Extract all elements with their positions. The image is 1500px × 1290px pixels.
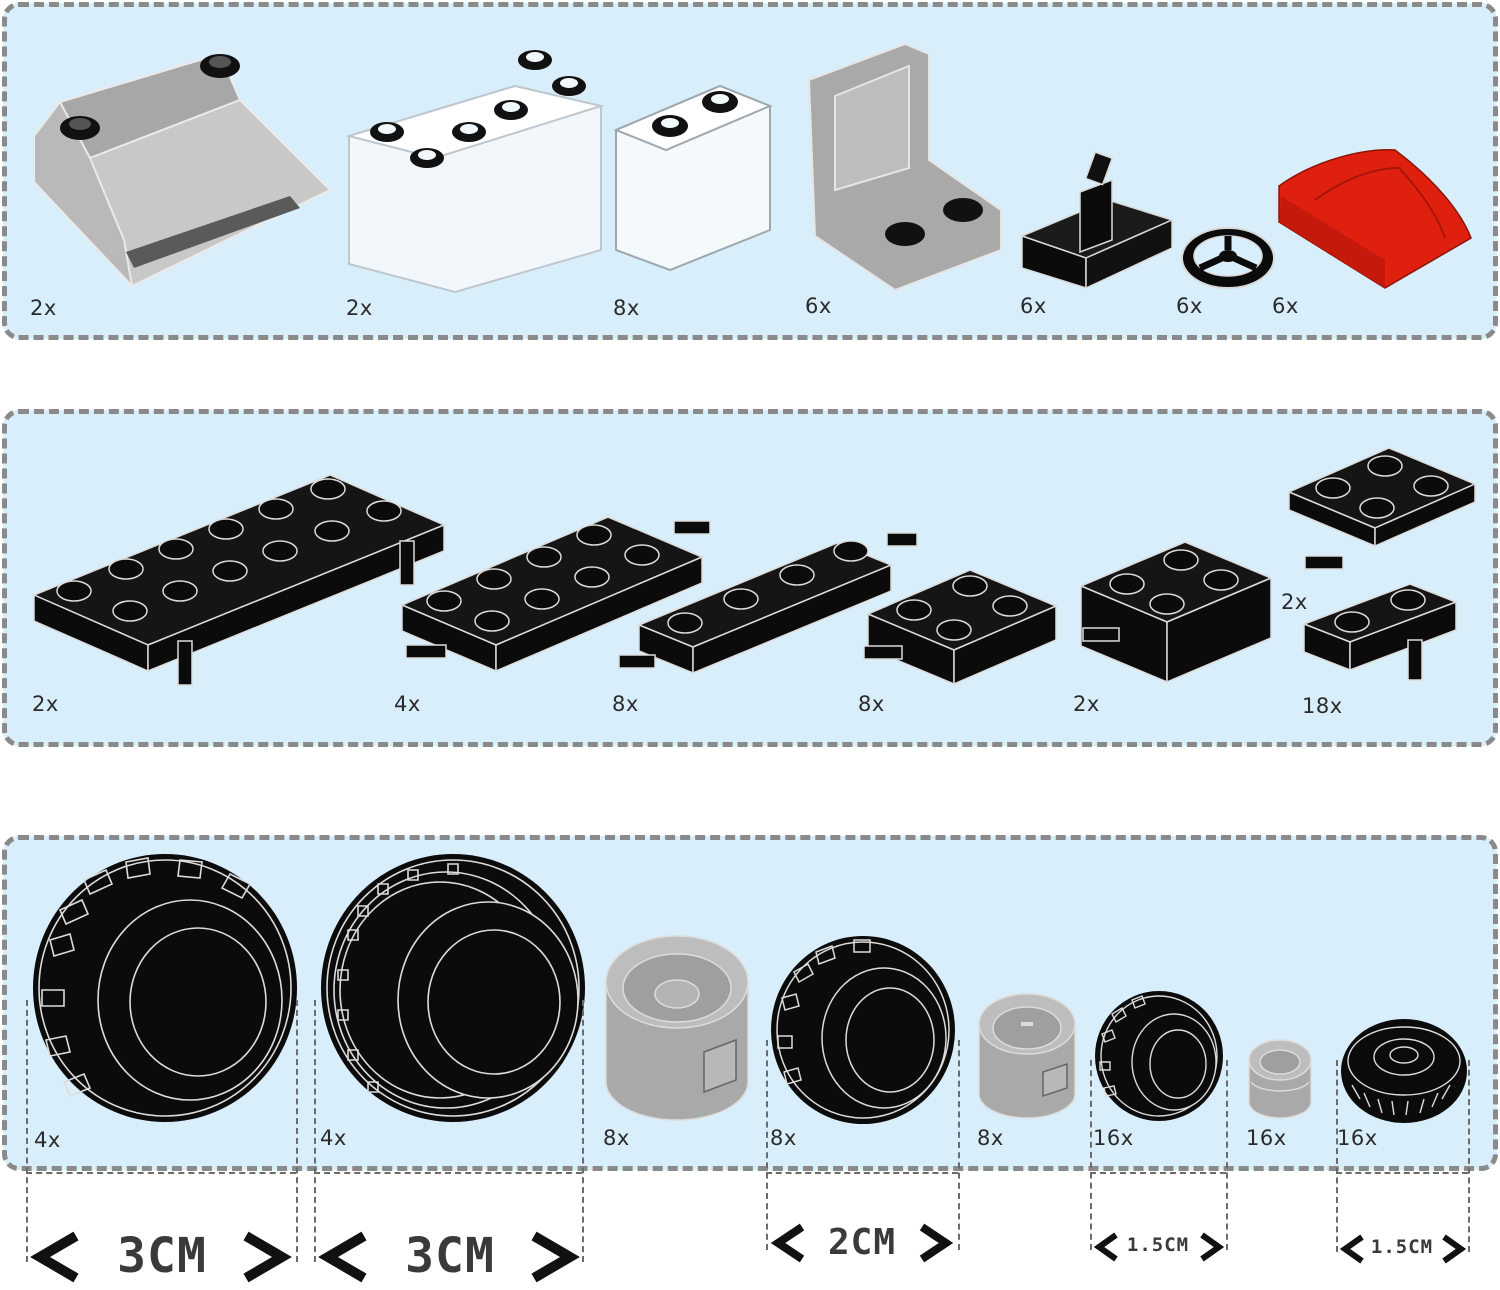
gray-medium-rim-piece (978, 993, 1076, 1119)
qty-plate-1x2: 18x (1302, 694, 1343, 718)
dim-guide-right-2 (582, 1000, 584, 1262)
qty-black-pin-plate: 6x (1020, 294, 1047, 318)
qty-clear-windscreen: 2x (346, 296, 373, 320)
qty-small-street-tire: 16x (1337, 1126, 1378, 1150)
qty-plate-2x6: 2x (32, 692, 59, 716)
black-plate-2x2-pin-down-piece (1287, 447, 1477, 570)
gray-small-rim-piece (1248, 1039, 1312, 1119)
red-curved-slope-piece (1278, 149, 1472, 289)
gray-seat-piece (807, 42, 1002, 292)
qty-plate-2x4: 4x (394, 692, 421, 716)
black-plate-1x2-wheel-holder-piece (1301, 583, 1459, 681)
qty-steering-wheel: 6x (1176, 294, 1203, 318)
dim-guide-right-5 (1468, 1060, 1470, 1252)
clear-panel-piece (613, 84, 773, 272)
dim-guide-left-2 (314, 1000, 316, 1262)
qty-red-slope: 6x (1272, 294, 1299, 318)
dim-guide-left-3 (766, 1040, 768, 1250)
black-plate-2x6-wheel-holder-piece (32, 474, 446, 686)
chevron-left-icon (318, 1231, 367, 1283)
large-street-tire-piece (321, 854, 585, 1122)
qty-large-street-tire: 4x (320, 1126, 347, 1150)
dim-label-1-5cm-1: 1.5CM (1126, 1234, 1190, 1256)
qty-plate-2x2: 8x (858, 692, 885, 716)
chevron-right-icon (919, 1223, 954, 1263)
chevron-left-icon (1093, 1232, 1118, 1262)
dim-baseline-3 (766, 1172, 958, 1174)
dim-baseline-4 (1090, 1172, 1226, 1174)
qty-gray-medium-rim: 8x (977, 1126, 1004, 1150)
black-plate-1x4-wheel-holder-piece (618, 532, 918, 675)
black-plate-2x4-wheel-holder-piece (400, 516, 711, 673)
dim-guide-right-1 (296, 1000, 298, 1262)
dim-label-3cm-1: 3CM (117, 1228, 207, 1284)
dim-baseline-2 (314, 1172, 582, 1174)
small-offroad-tire-piece (1095, 991, 1223, 1121)
qty-small-offroad-tire: 16x (1093, 1126, 1134, 1150)
dim-guide-left-5 (1336, 1060, 1338, 1252)
dim-baseline-5 (1336, 1172, 1468, 1174)
dim-guide-left-4 (1090, 1060, 1092, 1250)
qty-gray-small-rim: 16x (1246, 1126, 1287, 1150)
chevron-right-icon (1200, 1232, 1225, 1262)
qty-medium-offroad-tire: 8x (770, 1126, 797, 1150)
black-pin-plate-piece (1019, 151, 1175, 290)
smoke-windshield-piece (33, 52, 332, 288)
chevron-left-icon (1339, 1234, 1364, 1264)
black-plate-2x2-wheel-holder-piece (863, 569, 1058, 686)
dim-baseline-1 (26, 1172, 296, 1174)
dim-guide-right-4 (1226, 1060, 1228, 1250)
qty-plate-pin-down: 2x (1281, 590, 1308, 614)
chevron-right-icon (531, 1231, 580, 1283)
black-steering-wheel-piece (1181, 227, 1275, 289)
clear-windscreen-piece (345, 50, 605, 294)
medium-offroad-tire-piece (771, 936, 955, 1124)
qty-clear-panel: 8x (613, 296, 640, 320)
small-street-tire-piece (1341, 1019, 1467, 1123)
qty-brick-2x2: 2x (1073, 692, 1100, 716)
qty-plate-1x4: 8x (612, 692, 639, 716)
dim-label-1-5cm-2: 1.5CM (1370, 1236, 1434, 1258)
gray-large-rim-piece (605, 935, 749, 1121)
qty-smoke-windshield: 2x (30, 296, 57, 320)
large-offroad-tire-piece (33, 854, 297, 1122)
dim-label-2cm: 2CM (827, 1222, 897, 1263)
dim-label-3cm-2: 3CM (405, 1228, 495, 1284)
qty-large-offroad-tire: 4x (34, 1128, 61, 1152)
qty-gray-large-rim: 8x (603, 1126, 630, 1150)
black-brick-2x2-wheel-holder-piece (1079, 541, 1273, 684)
dim-guide-left-1 (26, 1000, 28, 1262)
qty-gray-seat: 6x (805, 294, 832, 318)
chevron-left-icon (770, 1223, 805, 1263)
chevron-right-icon (243, 1231, 292, 1283)
chevron-right-icon (1442, 1234, 1467, 1264)
dim-guide-right-3 (958, 1040, 960, 1250)
chevron-left-icon (30, 1231, 79, 1283)
